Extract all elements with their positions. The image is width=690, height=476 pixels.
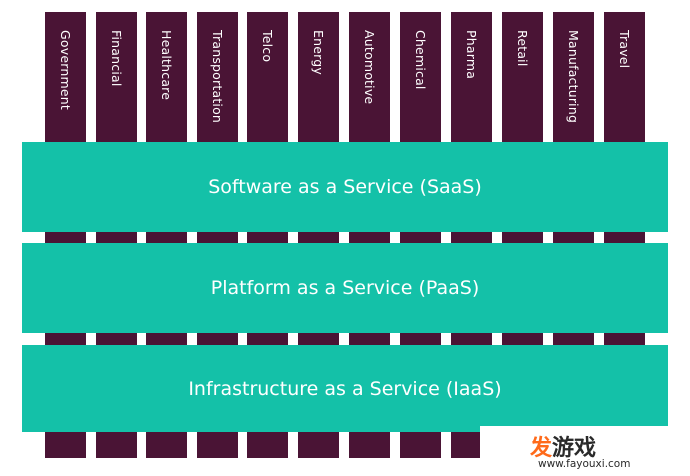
industry-label: Telco (259, 30, 275, 63)
iaas-label: Infrastructure as a Service (IaaS) (188, 377, 502, 400)
industry-label: Automotive (361, 30, 377, 105)
industry-label: Chemical (412, 30, 428, 90)
watermark-logo: 发游戏 (530, 430, 596, 462)
industry-label: Transportation (209, 30, 225, 124)
watermark-url: www.fayouxi.com (538, 458, 631, 470)
watermark-logo-accent: 发 (530, 436, 553, 461)
site-watermark: 发游戏 www.fayouxi.com (480, 426, 690, 476)
iaas-layer: Infrastructure as a Service (IaaS) (22, 345, 668, 432)
industry-label: Pharma (463, 30, 479, 80)
paas-label: Platform as a Service (PaaS) (210, 277, 480, 299)
industry-label: Manufacturing (565, 30, 581, 124)
watermark-logo-rest: 游戏 (552, 436, 597, 461)
industry-label: Financial (108, 30, 124, 87)
industry-label: Healthcare (158, 30, 174, 101)
industry-label: Travel (616, 30, 632, 69)
saas-label: Software as a Service (SaaS) (208, 176, 482, 198)
saas-layer: Software as a Service (SaaS) (22, 142, 668, 232)
industry-label: Government (57, 30, 73, 110)
industry-label: Energy (310, 30, 326, 75)
industry-label: Retail (514, 30, 530, 67)
paas-layer: Platform as a Service (PaaS) (22, 243, 668, 333)
